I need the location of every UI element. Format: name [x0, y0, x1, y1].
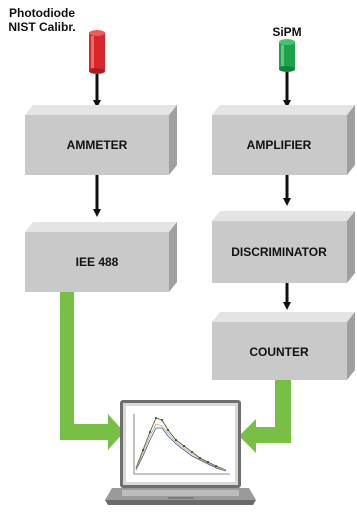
- data-arrow-ieee488-to-laptop: [60, 292, 124, 450]
- discriminator-label: DISCRIMINATOR: [231, 245, 327, 259]
- amplifier-label: AMPLIFIER: [247, 138, 312, 152]
- photodiode-sensor: [89, 30, 105, 74]
- counter-box: COUNTER: [212, 312, 355, 380]
- counter-label: COUNTER: [249, 345, 309, 359]
- amplifier-box: AMPLIFIER: [212, 105, 355, 175]
- ieee488-box: IEE 488: [25, 222, 177, 292]
- ammeter-box: AMMETER: [25, 105, 177, 175]
- laptop-screen-plot: [133, 414, 230, 475]
- ieee488-label: IEE 488: [76, 255, 119, 269]
- discriminator-box: DISCRIMINATOR: [212, 211, 355, 283]
- laptop-computer: [105, 400, 256, 505]
- data-arrow-counter-to-laptop: [239, 380, 291, 453]
- photodiode-label-line2: NIST Calibr.: [8, 20, 75, 34]
- ammeter-label: AMMETER: [67, 138, 128, 152]
- sipm-sensor: [279, 39, 295, 72]
- sipm-label: SiPM: [272, 25, 301, 39]
- photodiode-label-line1: Photodiode: [9, 6, 75, 20]
